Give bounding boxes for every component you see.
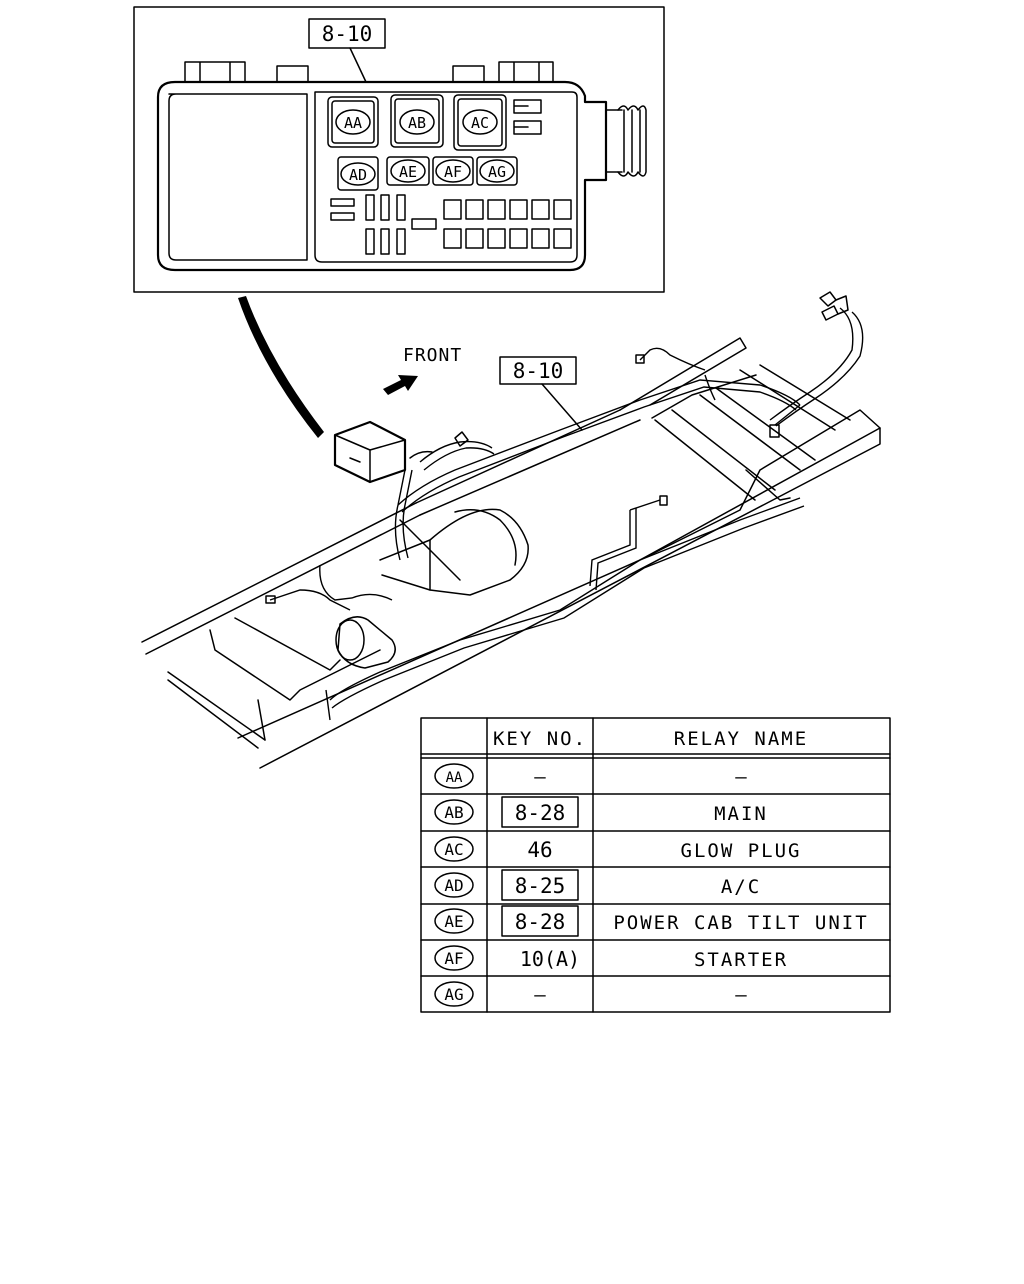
row-key-no: — — [534, 984, 546, 1006]
relay-ac-label: AC — [471, 114, 489, 132]
row-code: AE — [444, 912, 463, 931]
row-relay-name: STARTER — [694, 949, 788, 971]
row-key-no: 8-28 — [515, 801, 566, 825]
row-relay-name: — — [735, 984, 747, 1006]
relay-aa-label: AA — [344, 114, 362, 132]
relay-ae-label: AE — [399, 163, 417, 181]
relay-table: KEY NO. RELAY NAME AA — — AB 8-28 MAIN A… — [420, 717, 891, 1013]
relay-ad: AD — [337, 156, 379, 191]
header-relay-name: RELAY NAME — [674, 728, 808, 750]
table-row: AF 10(A) STARTER — [434, 945, 788, 971]
inset-callout-leader — [349, 47, 367, 83]
grommet — [605, 105, 647, 177]
row-code: AD — [444, 876, 463, 895]
table-row: AE 8-28 POWER CAB TILT UNIT — [434, 905, 868, 937]
key-box — [501, 869, 579, 901]
inset-pointer-curve — [238, 296, 324, 438]
row-code: AB — [444, 803, 463, 822]
chassis-view: FRONT 8-10 — [141, 291, 881, 769]
row-relay-name: A/C — [721, 876, 761, 898]
relay-aa: AA — [327, 96, 379, 148]
row-code: AF — [444, 949, 463, 968]
row-code: AG — [444, 985, 463, 1004]
table-row: AC 46 GLOW PLUG — [434, 836, 802, 862]
row-code: AC — [444, 840, 463, 859]
relay-box-inset: 8-10 AA — [133, 6, 665, 293]
key-box — [501, 796, 579, 828]
row-code: AA — [446, 770, 463, 786]
relay-ag-label: AG — [488, 163, 506, 181]
row-key-no: — — [534, 766, 546, 788]
front-arrow-icon — [383, 375, 418, 395]
relay-ab-label: AB — [408, 114, 426, 132]
table-row: AG — — — [434, 981, 747, 1007]
row-relay-name: — — [735, 766, 747, 788]
inset-callout-box — [308, 18, 386, 49]
relay-ab: AB — [390, 94, 444, 148]
row-relay-name: POWER CAB TILT UNIT — [613, 912, 868, 934]
main-callout-box — [499, 356, 577, 385]
relay-box-tabs — [184, 61, 554, 83]
relay-ad-label: AD — [349, 166, 367, 184]
row-key-no: 46 — [527, 838, 552, 862]
row-key-no: 8-28 — [515, 910, 566, 934]
relay-box-location — [333, 420, 407, 484]
relay-af: AF — [432, 156, 474, 186]
header-key-no: KEY NO. — [493, 728, 587, 750]
key-box — [501, 905, 579, 937]
main-callout-label: 8-10 — [513, 359, 564, 383]
table-row: AA — — — [434, 763, 747, 789]
inset-callout-label: 8-10 — [322, 22, 373, 46]
table-row: AB 8-28 MAIN — [434, 796, 768, 828]
inset-frame — [133, 6, 665, 293]
relay-box-body — [156, 80, 608, 272]
row-relay-name: MAIN — [714, 803, 768, 825]
row-key-no: 10(A) — [520, 947, 580, 971]
row-relay-name: GLOW PLUG — [681, 840, 802, 862]
relay-af-label: AF — [444, 163, 462, 181]
relay-ac: AC — [453, 94, 507, 151]
table-row: AD 8-25 A/C — [434, 869, 761, 901]
relay-ag: AG — [476, 156, 518, 186]
main-callout-leader — [541, 383, 583, 431]
row-key-no: 8-25 — [515, 874, 566, 898]
table-frame — [420, 717, 891, 1013]
front-label: FRONT — [403, 345, 462, 366]
fuse-block — [330, 194, 572, 255]
relay-ae: AE — [386, 156, 430, 186]
